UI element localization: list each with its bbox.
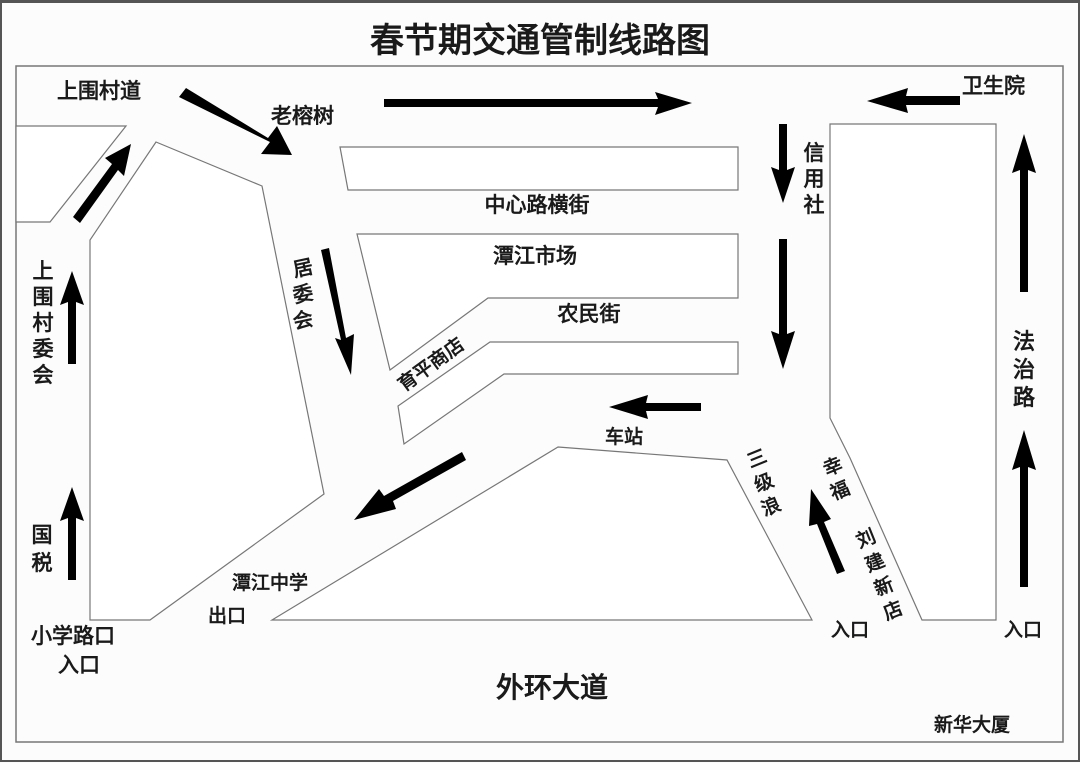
arrow-xinyongshe-south-1 bbox=[771, 124, 795, 203]
label-char: 店 bbox=[880, 596, 906, 624]
block-nongminjie bbox=[397, 341, 739, 446]
label-char: 三 bbox=[744, 445, 770, 473]
label-char: 会 bbox=[291, 306, 316, 334]
label-tanjiang-shichang: 潭江市场 bbox=[493, 243, 577, 268]
label-char: 级 bbox=[751, 468, 777, 496]
arrow-down-right-icon bbox=[179, 88, 292, 155]
label-char: 路 bbox=[1013, 385, 1036, 411]
label-guoshui: 国税 bbox=[32, 522, 53, 575]
map-frame bbox=[15, 65, 1064, 743]
label-char: 刘 bbox=[853, 524, 879, 552]
label-zhongxin-lu-hengjie: 中心路横街 bbox=[485, 192, 590, 217]
label-fazhi-lu: 法治路 bbox=[1013, 329, 1036, 411]
label-char: 委 bbox=[290, 280, 316, 308]
block-zhongxinlu bbox=[339, 146, 739, 191]
arrow-laorongshu-east bbox=[384, 92, 692, 115]
label-laorong-shu: 老榕树 bbox=[271, 103, 334, 128]
arrow-shangweicun-weihui-north bbox=[60, 271, 84, 364]
label-weisheng-yuan: 卫生院 bbox=[962, 73, 1025, 98]
label-shangweicun-dao: 上围村道 bbox=[57, 78, 141, 103]
arrow-left-icon bbox=[609, 395, 701, 419]
label-tanjiang-zhongxue: 潭江中学 bbox=[232, 571, 308, 594]
label-xinhua-dasha: 新华大厦 bbox=[934, 713, 1011, 736]
arrow-juweihui-south bbox=[321, 248, 354, 375]
label-exit: 出口 bbox=[208, 604, 246, 627]
block-west bbox=[89, 141, 325, 621]
arrow-right-icon bbox=[384, 92, 692, 115]
label-char: 法 bbox=[1013, 329, 1035, 355]
map-title: 春节期交通管制线路图 bbox=[370, 21, 710, 61]
label-char: 福 bbox=[826, 476, 853, 505]
label-entrance-right: 入口 bbox=[1004, 619, 1042, 641]
arrow-down-icon bbox=[321, 248, 354, 375]
label-char: 委 bbox=[32, 336, 54, 361]
block-east bbox=[829, 123, 997, 621]
label-xingfu: 幸福 bbox=[820, 453, 853, 505]
label-entrance-left: 入口 bbox=[58, 652, 100, 677]
label-char: 国 bbox=[32, 522, 53, 547]
arrow-up-icon bbox=[1012, 430, 1036, 587]
arrow-down-left-icon bbox=[354, 452, 466, 520]
arrow-guoshui-north bbox=[60, 487, 84, 580]
arrow-up-icon bbox=[809, 489, 845, 574]
arrow-xinyongshe-south-2 bbox=[771, 239, 795, 369]
label-char: 社 bbox=[803, 192, 825, 217]
arrow-up-icon bbox=[60, 271, 84, 364]
label-char: 信 bbox=[804, 140, 825, 165]
arrow-down-icon bbox=[771, 239, 795, 369]
label-char: 用 bbox=[804, 166, 825, 191]
label-char: 居 bbox=[291, 254, 316, 282]
block-top-left-corner bbox=[15, 125, 128, 223]
arrow-fazhilu-north-1 bbox=[1012, 134, 1036, 292]
label-ju-weihui: 居委会 bbox=[290, 254, 316, 334]
label-char: 建 bbox=[862, 548, 888, 576]
arrow-shangweicun-to-laorongshu bbox=[179, 88, 292, 155]
arrow-shangweicun-diagonal bbox=[73, 144, 131, 223]
arrow-fazhilu-north-2 bbox=[1012, 430, 1036, 587]
label-waihuan-dadao: 外环大道 bbox=[496, 671, 608, 704]
label-char: 税 bbox=[32, 550, 53, 575]
arrow-chezhan-west bbox=[609, 395, 701, 419]
arrow-tanjiang-southwest bbox=[354, 452, 466, 520]
arrow-up-icon bbox=[1012, 134, 1036, 292]
label-char: 新 bbox=[871, 572, 897, 600]
arrow-weishengyuan-west bbox=[867, 88, 960, 113]
label-char: 上 bbox=[33, 258, 54, 283]
label-char: 围 bbox=[33, 284, 54, 309]
arrow-xingfu-north bbox=[809, 489, 845, 574]
label-xiaoxue-lukou: 小学路口 bbox=[31, 623, 115, 648]
label-char: 治 bbox=[1013, 357, 1035, 383]
arrow-up-right-icon bbox=[73, 144, 131, 223]
label-char: 村 bbox=[33, 310, 54, 335]
label-xinyong-she: 信用社 bbox=[803, 140, 825, 217]
label-chezhan: 车站 bbox=[605, 425, 643, 448]
arrow-up-icon bbox=[60, 487, 84, 580]
label-entrance-middle: 入口 bbox=[831, 619, 869, 641]
arrow-left-icon bbox=[867, 88, 960, 113]
block-tanjiang-market bbox=[356, 233, 739, 372]
label-char: 幸 bbox=[820, 453, 846, 481]
arrow-down-icon bbox=[771, 124, 795, 203]
label-char: 会 bbox=[33, 362, 54, 387]
label-char: 浪 bbox=[758, 492, 784, 520]
block-chezhan bbox=[269, 446, 813, 621]
label-nongmin-jie: 农民街 bbox=[557, 301, 621, 326]
